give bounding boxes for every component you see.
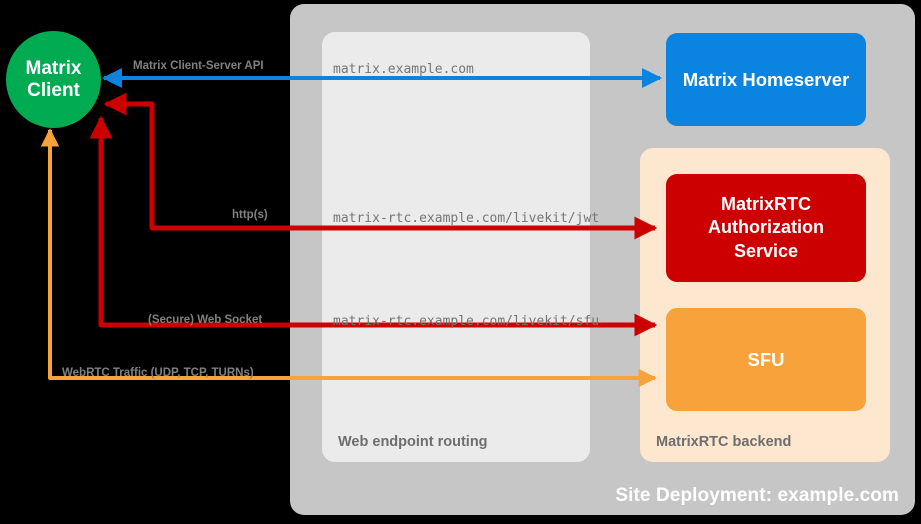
node-sfu[interactable]: SFU bbox=[666, 308, 866, 411]
node-auth-line3: Service bbox=[733, 240, 799, 261]
matrixrtc-backend-label: MatrixRTC backend bbox=[656, 434, 792, 450]
url-label-livekit-jwt: matrix-rtc.example.com/livekit/jwt bbox=[333, 211, 600, 226]
edge-label-webrtc-traffic: WebRTC Traffic (UDP, TCP, TURNs) bbox=[62, 367, 254, 379]
web-endpoint-routing-label: Web endpoint routing bbox=[338, 434, 488, 450]
node-matrix-client[interactable]: Matrix Client bbox=[6, 31, 101, 128]
node-matrixrtc-authorization-service[interactable]: MatrixRTC Authorization Service bbox=[666, 174, 866, 282]
node-matrix-client-line1: Matrix bbox=[25, 58, 82, 80]
site-deployment-label: Site Deployment: example.com bbox=[615, 485, 899, 506]
node-matrix-client-line2: Client bbox=[27, 79, 80, 101]
node-matrix-homeserver[interactable]: Matrix Homeserver bbox=[666, 33, 866, 126]
url-label-livekit-sfu: matrix-rtc.example.com/livekit/sfu bbox=[333, 314, 600, 329]
edge-label-https: http(s) bbox=[232, 209, 268, 221]
node-matrix-homeserver-label: Matrix Homeserver bbox=[682, 68, 850, 90]
edge-label-secure-web-socket: (Secure) Web Socket bbox=[148, 314, 263, 326]
node-sfu-label: SFU bbox=[747, 348, 785, 370]
node-auth-line1: MatrixRTC bbox=[720, 194, 811, 215]
url-label-matrix-example-com: matrix.example.com bbox=[333, 62, 474, 77]
web-endpoint-routing-panel: Web endpoint routing bbox=[322, 32, 590, 462]
node-auth-line2: Authorization bbox=[708, 217, 824, 238]
edge-label-matrix-client-server-api: Matrix Client-Server API bbox=[133, 60, 264, 72]
